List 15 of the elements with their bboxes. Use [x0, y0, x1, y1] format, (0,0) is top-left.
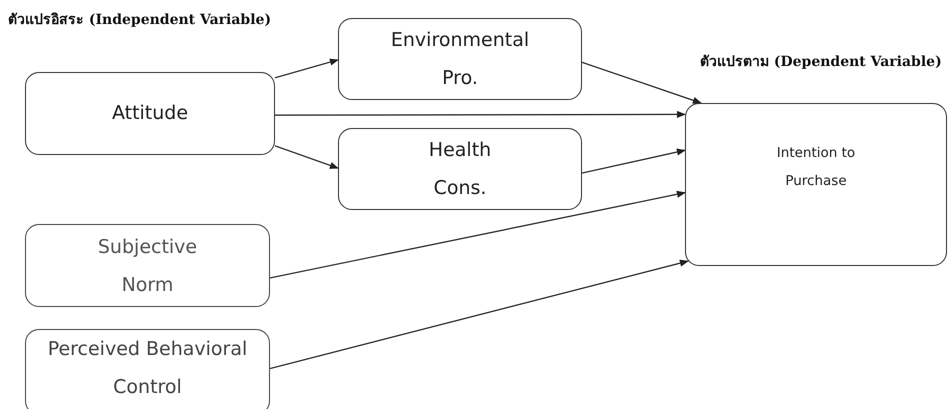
- variable-box: Environmental Pro.: [338, 18, 582, 100]
- arrow: [270, 190, 686, 279]
- arrow: [274, 145, 339, 169]
- variable-box: Intention to Purchase: [685, 103, 947, 266]
- arrow: [270, 260, 689, 370]
- section-heading: ตัวแปรตาม (Dependent Variable): [700, 53, 942, 72]
- arrow: [275, 110, 686, 118]
- section-heading: ตัวแปรอิสระ (Independent Variable): [8, 11, 272, 30]
- variable-box: Perceived Behavioral Control: [25, 329, 270, 409]
- arrow: [274, 58, 339, 78]
- variable-box: Health Cons.: [338, 128, 582, 210]
- arrow: [582, 62, 702, 104]
- arrow: [582, 148, 686, 174]
- variable-box: Attitude: [25, 72, 275, 155]
- variable-box: Subjective Norm: [25, 224, 270, 307]
